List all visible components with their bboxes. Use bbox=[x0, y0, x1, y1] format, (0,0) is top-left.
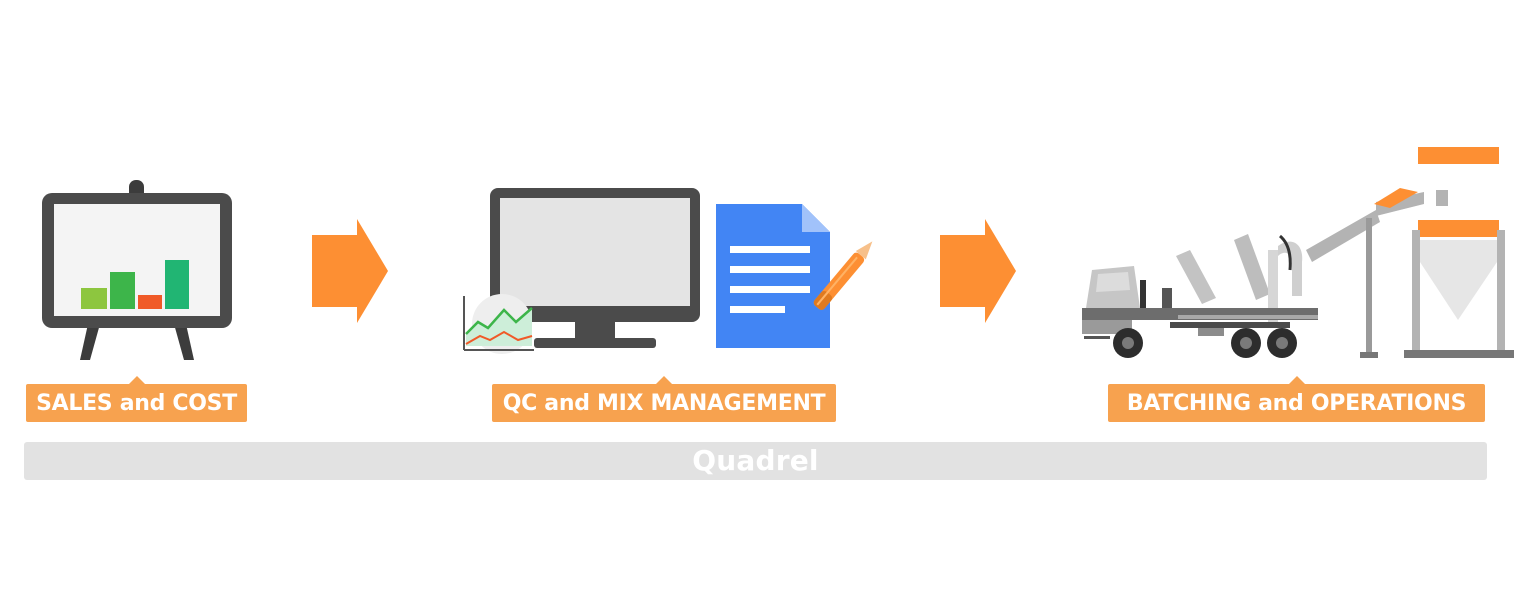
stage-label-qc-and-mix-management: QC and MIX MANAGEMENT bbox=[492, 376, 836, 422]
arrow-right-icon bbox=[940, 219, 1016, 323]
stage-label-sales-and-cost: SALES and COST bbox=[26, 376, 247, 422]
arrow-right-icon bbox=[312, 219, 388, 323]
platform-bar-quadrel: Quadrel bbox=[24, 442, 1487, 480]
mixer-truck-batch-plant-icon bbox=[1082, 147, 1514, 358]
presentation-board-icon bbox=[42, 180, 232, 360]
stage-label-batching-and-operations: BATCHING and OPERATIONS bbox=[1108, 376, 1485, 422]
monitor-document-icon bbox=[463, 188, 873, 354]
